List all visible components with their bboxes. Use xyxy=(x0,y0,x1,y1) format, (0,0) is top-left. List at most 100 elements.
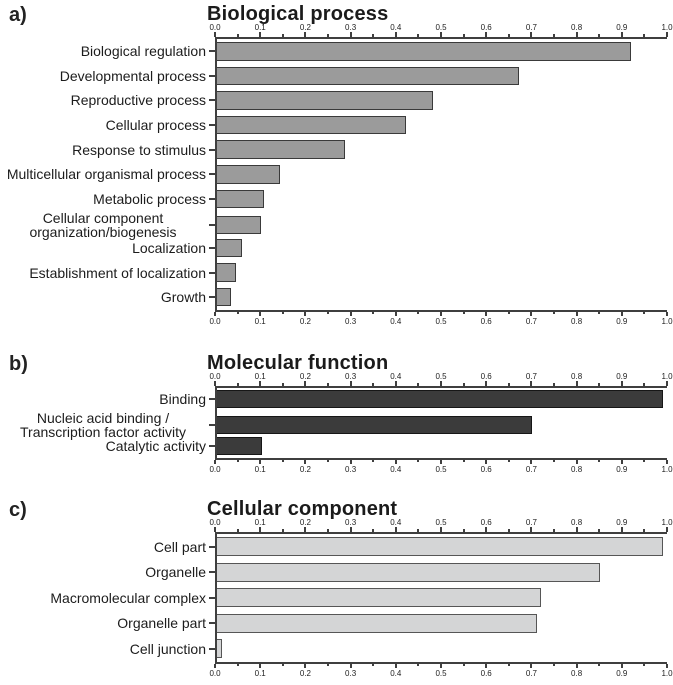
axis-tick-label: 0.2 xyxy=(299,23,311,32)
axis-tick-label: 0.2 xyxy=(299,517,311,527)
axis-tick-label: 0.3 xyxy=(345,668,357,678)
chart-title-biological-process: Biological process xyxy=(207,3,389,25)
axis-tick xyxy=(236,382,239,386)
category-label: Cellular process xyxy=(0,113,215,138)
axis-tick xyxy=(281,311,284,314)
axis-tick xyxy=(281,663,284,666)
axis-tick xyxy=(281,528,284,532)
category-axis-tick xyxy=(209,596,215,599)
axis-tick xyxy=(236,34,239,37)
axis-tick xyxy=(327,528,329,532)
axis-tick xyxy=(553,663,555,666)
axis-tick xyxy=(575,32,578,37)
axis-tick-label: 0.1 xyxy=(254,464,266,474)
axis-tick-label: 0.0 xyxy=(209,668,221,678)
category-label-text: Cellular component organization/biogenes… xyxy=(29,210,177,241)
category-label-text: Nucleic acid binding / Transcription fac… xyxy=(20,409,186,440)
axis-tick xyxy=(530,32,533,37)
axis-tick-label: 0.2 xyxy=(299,668,311,678)
category-label: Multicellular organismal process xyxy=(0,162,215,187)
bar xyxy=(217,390,663,409)
bar-track xyxy=(215,410,667,439)
axis-tick xyxy=(349,380,352,386)
category-label-text: Catalytic activity xyxy=(105,438,206,454)
axis-tick-label: 0.1 xyxy=(254,316,266,326)
category-label: Establishment of localization xyxy=(0,260,215,285)
axis-tick-label: 0.8 xyxy=(571,23,583,32)
axis-tick-label: 0.6 xyxy=(480,464,492,474)
bar-track xyxy=(215,584,667,611)
axis-tick xyxy=(575,380,578,386)
bar xyxy=(217,115,406,135)
axis-tick xyxy=(507,311,510,314)
axis-tick xyxy=(643,311,646,314)
axis-tick xyxy=(620,526,623,532)
axis-tick xyxy=(620,311,623,316)
axis-tick xyxy=(666,526,668,532)
axis-tick-label: 0.1 xyxy=(254,668,266,678)
bar-track xyxy=(215,559,667,585)
category-axis-tick xyxy=(209,622,215,625)
axis-tick xyxy=(417,34,420,37)
axis-tick xyxy=(394,311,397,316)
category-label: Localization xyxy=(0,236,215,261)
bar-track xyxy=(215,533,667,560)
axis-tick-label: 0.5 xyxy=(435,464,447,474)
axis-tick-label: 1.0 xyxy=(661,464,673,474)
axis-tick-label: 0.4 xyxy=(390,23,402,32)
bar-row: Multicellular organismal process xyxy=(0,161,673,187)
axis-tick xyxy=(485,32,488,37)
axis-tick-label: 0.7 xyxy=(525,464,537,474)
axis-tick xyxy=(214,663,216,668)
axis-tick xyxy=(394,663,397,668)
axis-tick xyxy=(462,528,465,532)
category-axis-tick xyxy=(209,197,215,200)
axis-tick-label: 0.9 xyxy=(616,517,628,527)
axis-tick xyxy=(372,382,375,386)
axis-tick xyxy=(620,459,623,464)
axis-tick xyxy=(214,459,216,464)
bar xyxy=(217,613,537,633)
axis-tick-label: 0.3 xyxy=(345,464,357,474)
category-label-text: Organelle xyxy=(145,564,206,581)
axis-tick-label: 0.6 xyxy=(480,371,492,381)
axis-tick xyxy=(530,459,533,464)
axis-tick xyxy=(507,34,510,37)
category-label-text: Macromolecular complex xyxy=(50,589,206,606)
axis-tick-label: 0.7 xyxy=(525,23,537,32)
axis-tick-label: 0.5 xyxy=(435,668,447,678)
axis-tick-label: 0.7 xyxy=(525,371,537,381)
axis-tick xyxy=(440,526,442,532)
bar-row: Developmental process xyxy=(0,63,673,89)
axis-tick xyxy=(259,526,262,532)
axis-tick-label: 0.9 xyxy=(616,464,628,474)
bar-row: Cell junction xyxy=(0,636,673,662)
axis-tick xyxy=(236,528,239,532)
category-label-text: Multicellular organismal process xyxy=(6,166,206,183)
bar-row: Metabolic process xyxy=(0,186,673,212)
axis-tick-label: 0.8 xyxy=(571,316,583,326)
axis-tick-label: 0.7 xyxy=(525,668,537,678)
axis-tick xyxy=(372,663,375,666)
category-label: Response to stimulus xyxy=(0,137,215,162)
bar xyxy=(217,415,532,434)
axis-tick xyxy=(643,459,646,462)
axis-tick-label: 0.4 xyxy=(390,517,402,527)
axis-tick-label: 0.9 xyxy=(616,668,628,678)
bar xyxy=(217,437,262,455)
category-label-text: Growth xyxy=(160,289,206,306)
axis-tick xyxy=(598,311,601,314)
bar-track xyxy=(215,387,667,411)
axis-tick-label: 0.9 xyxy=(616,316,628,326)
category-label: Cell junction xyxy=(0,636,215,662)
axis-tick-label: 0.0 xyxy=(209,23,221,32)
bar-track xyxy=(215,260,667,285)
axis-tick-label: 0.2 xyxy=(299,371,311,381)
axis-tick xyxy=(372,459,375,462)
axis-tick-label: 0.6 xyxy=(480,23,492,32)
axis-tick-label: 0.5 xyxy=(435,371,447,381)
category-axis-tick xyxy=(209,647,215,650)
axis-tick-label: 0.3 xyxy=(345,371,357,381)
bar-track xyxy=(215,88,667,113)
